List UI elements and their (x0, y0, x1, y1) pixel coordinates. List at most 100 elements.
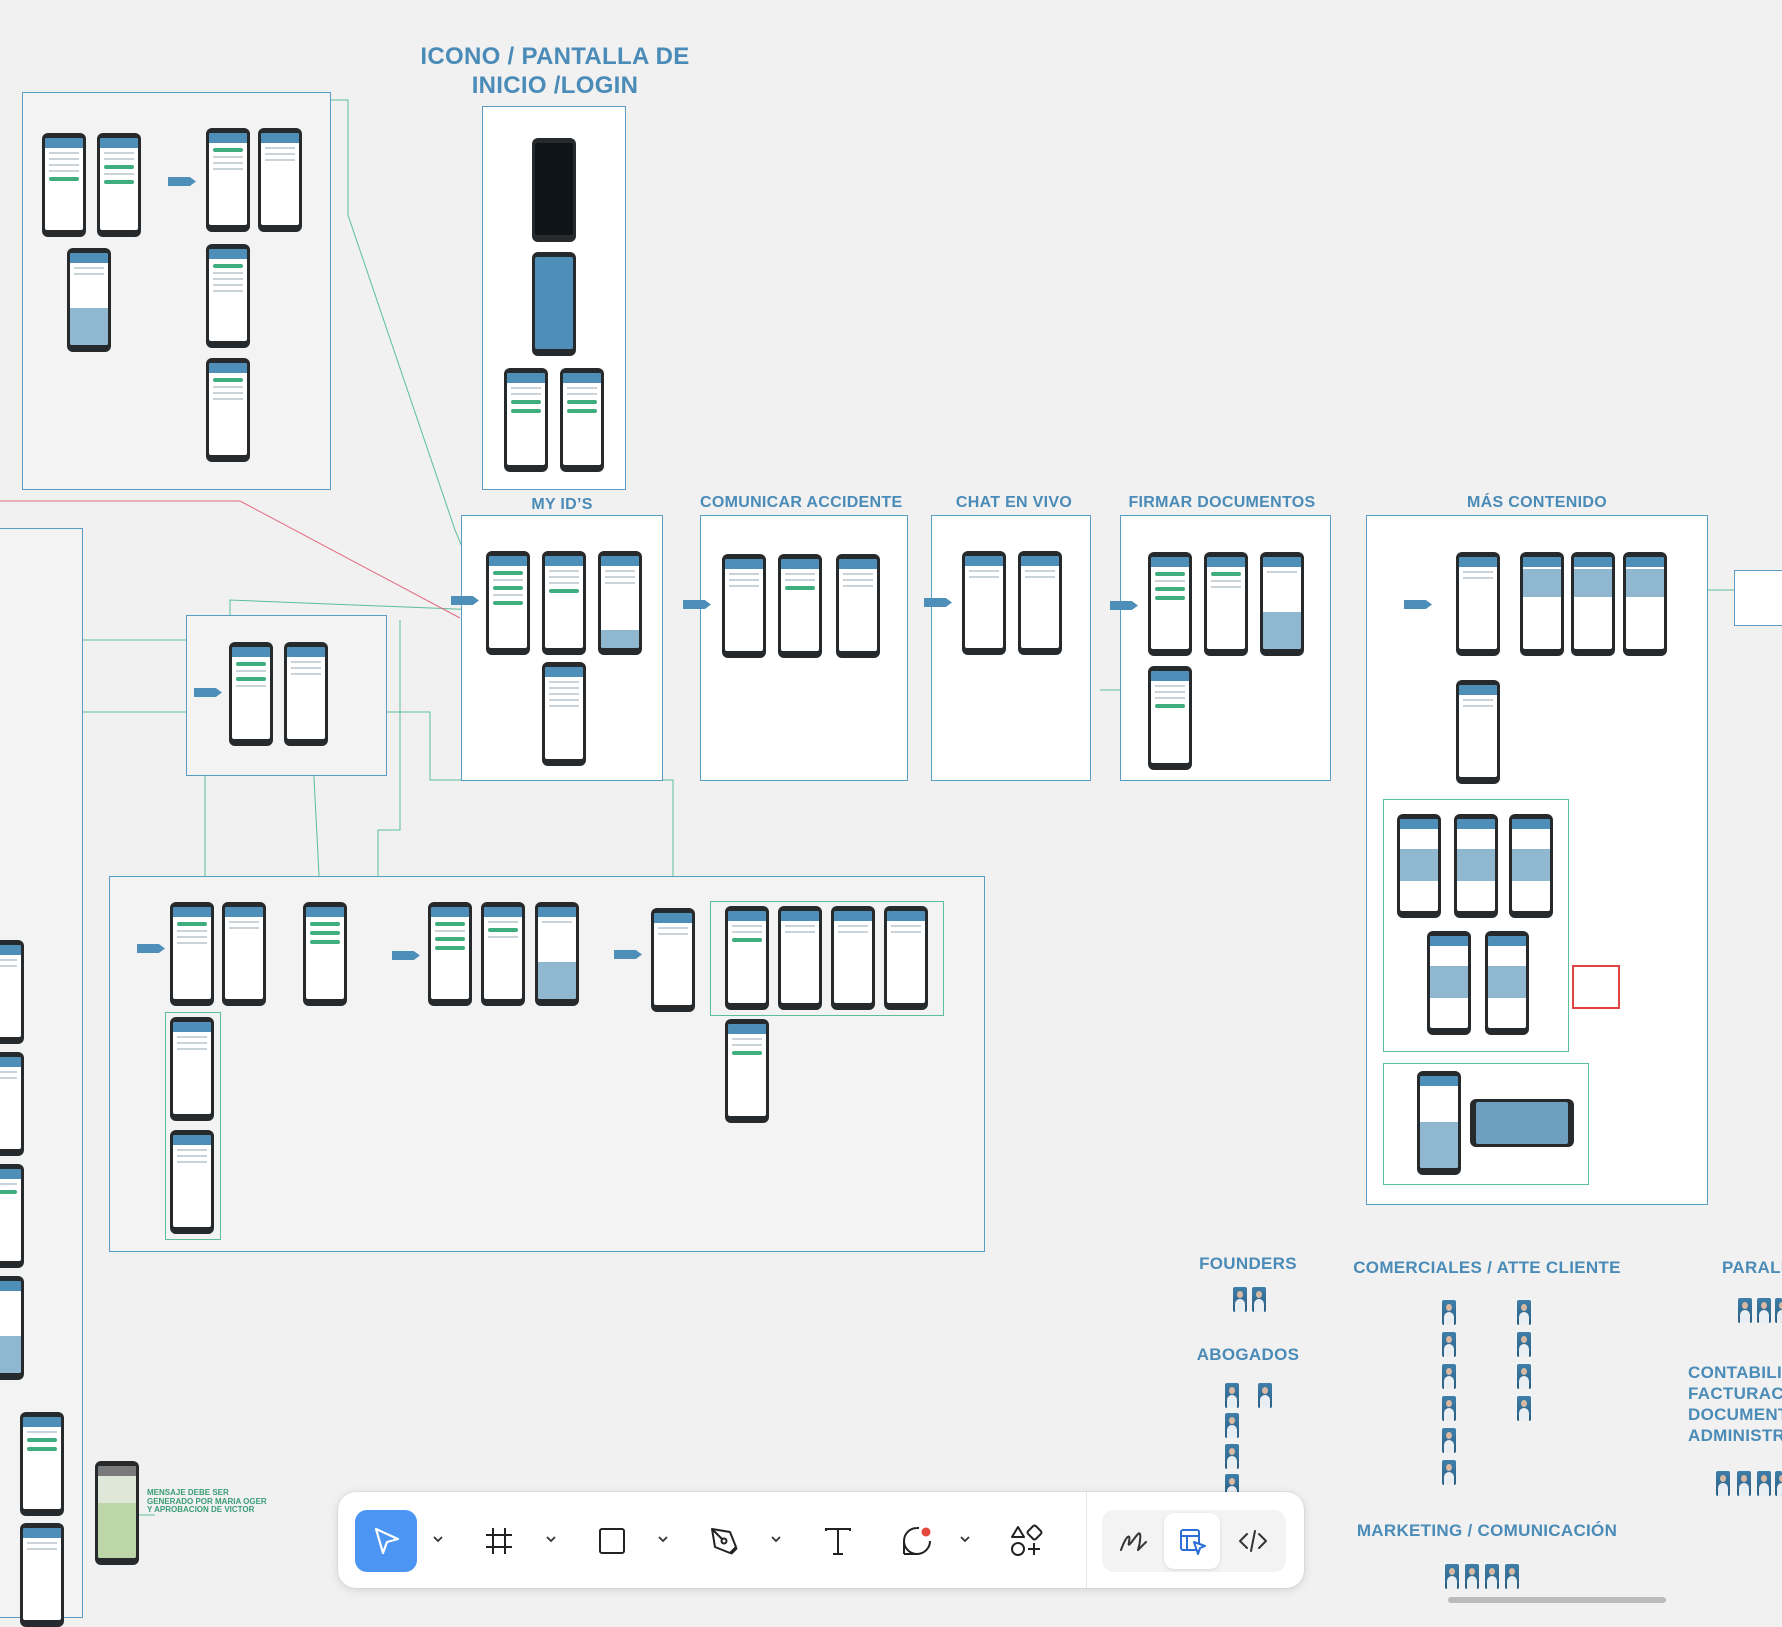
phone-splash[interactable] (532, 252, 576, 356)
phone-mockup[interactable] (1623, 552, 1667, 656)
phone-mockup[interactable] (303, 902, 347, 1006)
avatar-founder[interactable] (1252, 1287, 1266, 1312)
phone-mockup[interactable] (170, 902, 214, 1006)
phone-mockup[interactable] (206, 128, 250, 232)
video-player-group[interactable] (1383, 1063, 1589, 1185)
phone-mockup[interactable] (836, 554, 880, 658)
phone-mockup[interactable] (884, 906, 928, 1010)
avatar-founder[interactable] (1233, 1287, 1247, 1312)
avatar-comercial[interactable] (1517, 1396, 1531, 1421)
design-mode-button[interactable] (1161, 1510, 1223, 1572)
avatar-comercial[interactable] (1517, 1364, 1531, 1389)
phone-mockup[interactable] (722, 554, 766, 658)
phone-mockup[interactable] (1456, 680, 1500, 784)
phone-mockup[interactable] (481, 902, 525, 1006)
avatar-marketing[interactable] (1485, 1564, 1499, 1589)
phone-mockup[interactable] (206, 358, 250, 462)
avatar-comercial[interactable] (1442, 1428, 1456, 1453)
pen-tool-button[interactable] (693, 1510, 755, 1572)
dev-mode-button[interactable] (1222, 1510, 1284, 1572)
notification-group[interactable] (710, 901, 944, 1016)
phone-mockup[interactable] (284, 642, 328, 746)
phone-mockup[interactable] (725, 906, 769, 1010)
avatar-comercial[interactable] (1442, 1460, 1456, 1485)
avatar-comercial[interactable] (1442, 1364, 1456, 1389)
avatar-abogado[interactable] (1258, 1383, 1272, 1408)
highlighted-note[interactable] (1572, 965, 1620, 1009)
avatar-contabilidad[interactable] (1716, 1471, 1730, 1496)
phone-landscape-mockup[interactable] (1470, 1099, 1574, 1147)
frame-offscreen[interactable] (1734, 570, 1782, 626)
avatar-comercial[interactable] (1517, 1300, 1531, 1325)
phone-mockup[interactable] (1520, 552, 1564, 656)
phone-mockup[interactable] (258, 128, 302, 232)
phone-mockup[interactable] (651, 908, 695, 1012)
avatar-marketing[interactable] (1445, 1564, 1459, 1589)
avatar-abogado[interactable] (1225, 1383, 1239, 1408)
avatar-comercial[interactable] (1517, 1332, 1531, 1357)
phone-mockup[interactable] (504, 368, 548, 472)
phone-mockup[interactable] (170, 1017, 214, 1121)
phone-mockup[interactable] (1456, 552, 1500, 656)
phone-mockup[interactable] (67, 248, 111, 352)
move-tool-button[interactable] (355, 1510, 417, 1572)
phone-mockup[interactable] (1571, 552, 1615, 656)
phone-mockup[interactable] (542, 551, 586, 655)
phone-mockup[interactable] (229, 642, 273, 746)
avatar-abogado[interactable] (1225, 1413, 1239, 1438)
phone-mockup[interactable] (831, 906, 875, 1010)
phone-mockup[interactable] (428, 902, 472, 1006)
phone-mockup[interactable] (1417, 1071, 1461, 1175)
phone-mockup[interactable] (1260, 552, 1304, 656)
draw-mode-button[interactable] (1102, 1510, 1164, 1572)
avatar-paralegal[interactable] (1775, 1298, 1782, 1323)
chevron-down-icon[interactable] (958, 1532, 972, 1546)
phone-mockup[interactable] (1454, 814, 1498, 918)
phone-mockup[interactable] (1397, 814, 1441, 918)
phone-mockup[interactable] (1148, 552, 1192, 656)
phone-mockup[interactable] (0, 1276, 24, 1380)
phone-mockup[interactable] (42, 133, 86, 237)
phone-mockup[interactable] (0, 940, 24, 1044)
avatar-comercial[interactable] (1442, 1300, 1456, 1325)
text-tool-button[interactable] (807, 1510, 869, 1572)
phone-mockup[interactable] (222, 902, 266, 1006)
shape-tool-button[interactable] (581, 1510, 643, 1572)
phone-message-mockup[interactable] (95, 1461, 139, 1565)
phone-mockup[interactable] (0, 1164, 24, 1268)
avatar-abogado[interactable] (1225, 1444, 1239, 1469)
avatar-paralegal[interactable] (1757, 1298, 1771, 1323)
phone-mockup[interactable] (560, 368, 604, 472)
chevron-down-icon[interactable] (656, 1532, 670, 1546)
phone-mockup[interactable] (206, 244, 250, 348)
phone-mockup[interactable] (598, 551, 642, 655)
phone-mockup[interactable] (0, 1052, 24, 1156)
frame-tool-button[interactable] (468, 1510, 530, 1572)
phone-mockup[interactable] (20, 1412, 64, 1516)
avatar-comercial[interactable] (1442, 1332, 1456, 1357)
phone-mockup[interactable] (535, 902, 579, 1006)
phone-mockup[interactable] (542, 662, 586, 766)
chevron-down-icon[interactable] (769, 1532, 783, 1546)
avatar-contabilidad[interactable] (1737, 1471, 1751, 1496)
frame-chat-en-vivo[interactable] (931, 515, 1091, 781)
phone-mockup[interactable] (1509, 814, 1553, 918)
phone-mockup[interactable] (1204, 552, 1248, 656)
horizontal-scrollbar[interactable] (1448, 1597, 1666, 1603)
phone-mockup[interactable] (1485, 931, 1529, 1035)
phone-mockup[interactable] (486, 551, 530, 655)
phone-mockup[interactable] (1018, 551, 1062, 655)
phone-homescreen[interactable] (532, 138, 576, 242)
chevron-down-icon[interactable] (431, 1532, 445, 1546)
phone-mockup[interactable] (1148, 666, 1192, 770)
avatar-comercial[interactable] (1442, 1396, 1456, 1421)
avatar-contabilidad[interactable] (1757, 1471, 1771, 1496)
phone-mockup[interactable] (962, 551, 1006, 655)
phone-mockup[interactable] (20, 1523, 64, 1627)
avatar-marketing[interactable] (1505, 1564, 1519, 1589)
phone-mockup[interactable] (725, 1019, 769, 1123)
phone-mockup[interactable] (778, 906, 822, 1010)
avatar-abogado[interactable] (1225, 1474, 1239, 1494)
avatar-marketing[interactable] (1465, 1564, 1479, 1589)
